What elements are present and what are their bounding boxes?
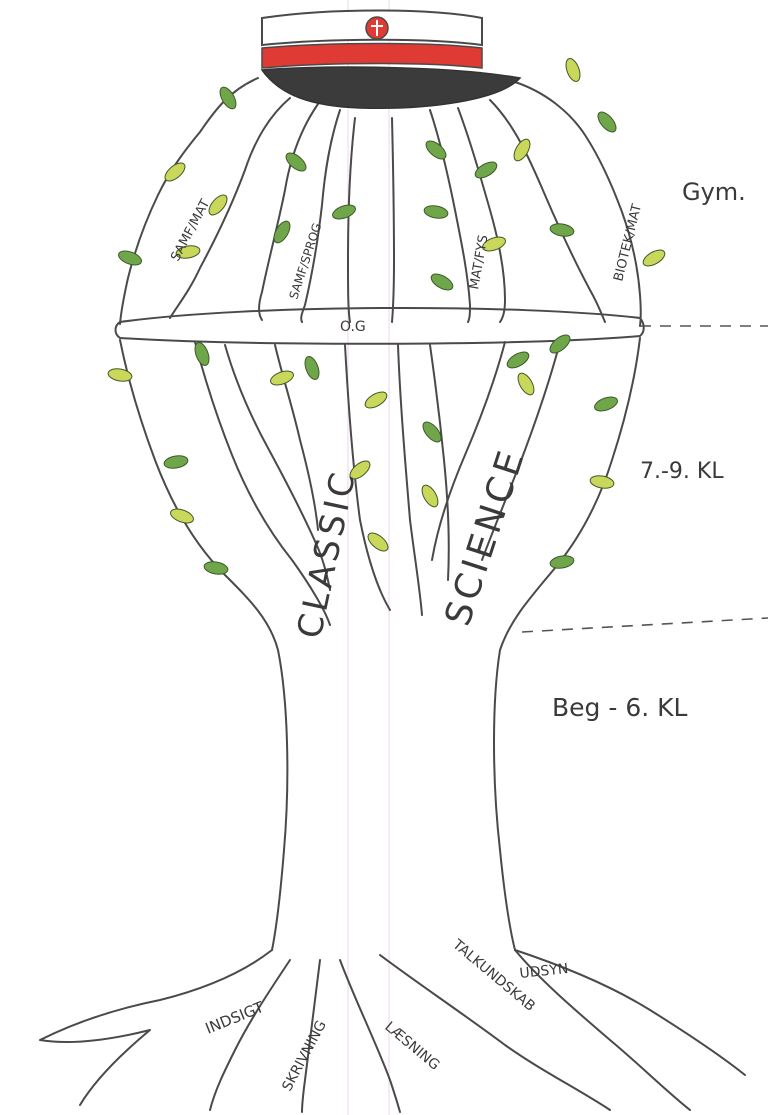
branch-label-mat-fys: MAT/FYS <box>467 234 491 291</box>
trunk-label-science: SCIENCE <box>438 443 534 631</box>
leaf-icon <box>549 222 575 238</box>
level-label-gym: Gym. <box>682 178 746 206</box>
leaf-icon <box>107 367 133 383</box>
leaf-icon <box>302 355 321 382</box>
trunk-label-classic: CLASSIC <box>290 466 365 642</box>
leaf-icon <box>283 150 309 175</box>
leaf-icon <box>547 332 573 357</box>
leaf-icon <box>429 271 456 293</box>
leaf-icon <box>423 138 449 163</box>
leaf-icon <box>549 554 575 570</box>
tree-trunk <box>120 338 640 950</box>
og-ring-label: O.G <box>340 319 366 335</box>
leaf-icon <box>505 349 532 371</box>
leaf-icon <box>163 454 189 470</box>
root-label-indsigt: INDSIGT <box>203 998 267 1038</box>
leaf-icon <box>641 247 668 269</box>
leaf-icon <box>203 560 229 576</box>
leaf-icon <box>593 394 620 413</box>
leaf-icon <box>423 204 449 220</box>
leaf-icon <box>169 506 196 525</box>
student-cap <box>262 11 520 109</box>
leaf-icon <box>589 474 615 490</box>
level-label-beg-6: Beg - 6. KL <box>552 693 688 722</box>
leaf-icon <box>419 483 441 510</box>
leaf-icon <box>117 248 144 267</box>
cap-visor <box>262 67 520 108</box>
cap-band <box>262 44 482 69</box>
leaf-icon <box>515 371 537 398</box>
leaf-icon <box>365 530 391 555</box>
root-label-laesning: LÆSNING <box>381 1019 442 1074</box>
leaf-icon <box>331 202 358 221</box>
leaf-icon <box>563 57 582 84</box>
branch-label-samf-sprog: SAMF/SPROG <box>287 221 325 301</box>
leaf-icon <box>217 85 239 112</box>
leaf-icon <box>595 109 620 135</box>
branch-label-biotek-mat: BIOTEK/MAT <box>611 203 645 283</box>
level-separator-lower <box>522 618 768 632</box>
level-label-7-9: 7.-9. KL <box>640 459 724 484</box>
leaf-icon <box>363 389 390 411</box>
leaves <box>107 57 667 576</box>
